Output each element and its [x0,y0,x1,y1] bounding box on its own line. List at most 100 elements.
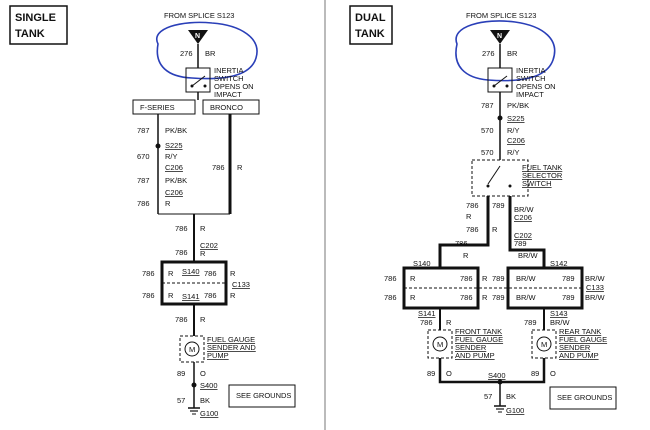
single-lbl-pkbk-b: PK/BK [165,176,187,185]
dual-lbl-786d: 786 [384,274,397,283]
single-lbl-o: O [200,369,206,378]
dual-lbl-ry-a: R/Y [507,126,520,135]
single-lbl-r-f: R [230,269,236,278]
dual-rear-l4: AND PUMP [559,351,599,360]
dual-selector-contact [508,184,512,188]
dual-selector-l2: SELECTOR [522,171,563,180]
single-see-grounds-box [228,384,296,408]
dual-lbl-c206b: C206 [514,213,532,222]
dual-selector-contact [486,184,490,188]
dual-inertia-l2: SWITCH [516,74,546,83]
dual-ground-bus [438,358,546,384]
dual-lbl-786a: 786 [466,201,479,210]
dual-front-l1: FRONT TANK [455,327,502,336]
single-lbl-89: 89 [177,369,185,378]
single-switch-blade [191,75,206,87]
dual-lbl-c202: C202 [514,231,532,240]
dual-lbl-789c: 789 [492,274,505,283]
dual-front-branch [438,240,490,268]
dual-lbl-786h: 786 [420,318,433,327]
single-lbl-r-e: R [168,269,174,278]
single-variant-bronco-label: BRONCO [210,103,243,112]
dual-selector-l1: FUEL TANK [522,163,562,172]
dual-lbl-brw-b: BR/W [518,251,539,260]
dual-annotation-circle [455,20,556,82]
dual-lbl-brw-c: BR/W [516,274,537,283]
dual-selector-blade [487,165,501,185]
dual-rear-motor-icon [536,336,552,352]
single-from-splice: FROM SPLICE S123 [164,11,234,20]
single-lbl-ry: R/Y [165,152,178,161]
single-splice-triangle [188,30,208,44]
dual-selector-switch [471,159,529,197]
dual-lbl-brw-d: BR/W [585,274,606,283]
dual-rear-sender-box [531,329,557,359]
dual-lbl-57: 57 [484,392,492,401]
dual-label-276: 276 [482,49,495,58]
dual-lbl-786e: 786 [460,274,473,283]
dual-lbl-r-c: R [463,251,469,260]
dual-lbl-r-g: R [482,293,488,302]
single-inertia-l4: IMPACT [214,90,242,99]
dual-lbl-s141: S141 [418,309,436,318]
single-inertia-l2: SWITCH [214,74,244,83]
dual-splice-triangle [490,30,510,44]
single-lbl-786a: 786 [137,199,150,208]
single-lbl-786e: 786 [142,269,155,278]
single-lbl-s140: S140 [182,267,200,276]
dual-lbl-ry-b: R/Y [507,148,520,157]
dual-switch-contact [505,84,509,88]
single-variant-fseries [132,99,196,115]
single-lbl-s400: S400 [200,381,218,390]
single-gauge-l1: FUEL GAUGE [207,335,255,344]
single-lbl-r-h: R [230,291,236,300]
dual-selector-l3: SWITCH [522,179,552,188]
single-motor-icon [184,341,200,357]
dual-rear-l1: REAR TANK [559,327,601,336]
dual-lbl-r-b: R [492,225,498,234]
single-variant-fseries-label: F-SERIES [140,103,175,112]
dual-title-line1: DUAL [355,12,386,24]
dual-lbl-789d: 789 [562,274,575,283]
single-splice-s225 [155,143,161,149]
single-title-line1: SINGLE [15,12,56,24]
single-label-276: 276 [180,49,193,58]
dual-rear-l2: FUEL GAUGE [559,335,607,344]
single-lbl-r-g: R [168,291,174,300]
dual-lbl-brw-a: BR/W [514,205,535,214]
single-inertia-switch [185,67,211,93]
single-lbl-bk: BK [200,396,210,405]
dual-switch-contact [492,84,496,88]
dual-title-box [349,5,393,45]
dual-lbl-789a: 789 [492,201,505,210]
dual-front-motor-label: M [437,340,443,349]
single-splice-n: N [195,33,200,40]
single-lbl-g100: G100 [200,409,218,418]
dual-lbl-g100: G100 [506,406,524,415]
dual-see-grounds-box [549,386,617,410]
single-inertia-l3: OPENS ON [214,82,254,91]
single-gauge-box [179,335,205,363]
dual-lbl-786f: 786 [384,293,397,302]
dual-splice-n: N [497,33,502,40]
dual-inertia-l4: IMPACT [516,90,544,99]
single-splice-s400 [191,382,197,388]
single-lbl-786b: 786 [212,163,225,172]
dual-title-line2: TANK [355,28,385,40]
dual-rear-branch [508,240,546,268]
dual-lbl-789f: 789 [562,293,575,302]
single-lbl-s225: S225 [165,141,183,150]
single-lbl-r-a: R [165,199,171,208]
single-lbl-c206b: C206 [165,188,183,197]
single-lbl-c133: C133 [232,280,250,289]
single-tank-panel: SINGLE TANK FROM SPLICE S123 N 276 BR IN… [9,5,296,418]
single-lbl-786c: 786 [175,224,188,233]
dual-lbl-570a: 570 [481,126,494,135]
single-lbl-787b: 787 [137,176,150,185]
single-lbl-c202: C202 [200,241,218,250]
dual-inertia-l1: INERTIA [516,66,545,75]
single-label-br: BR [205,49,216,58]
dual-from-splice: FROM SPLICE S123 [466,11,536,20]
dual-front-sender-box [427,329,453,359]
